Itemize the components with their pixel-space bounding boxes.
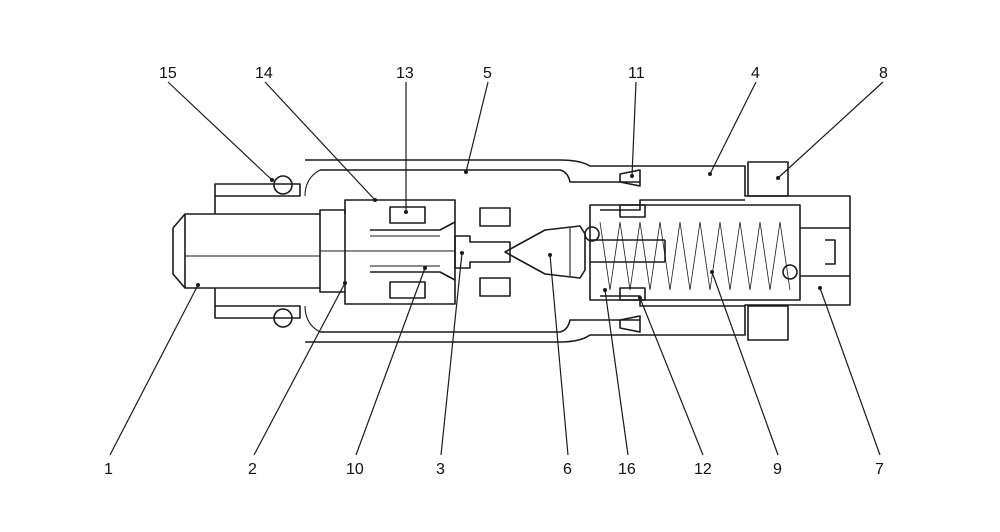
callout-16: 16 (618, 461, 636, 478)
leader-1 (109, 284, 199, 456)
callout-10: 10 (346, 461, 364, 478)
callout-labels-bottom: 1 2 10 3 6 16 12 9 7 (104, 461, 884, 478)
callout-11: 11 (628, 65, 645, 82)
leader-9 (711, 271, 779, 456)
leader-11 (631, 81, 637, 177)
leader-dot-12 (638, 296, 642, 300)
leader-12 (639, 297, 704, 456)
leader-3 (440, 252, 463, 456)
poppet-cone (504, 225, 586, 279)
leader-dot-14 (373, 198, 377, 202)
leader-15 (167, 81, 273, 181)
leader-dot-13 (404, 210, 408, 214)
leader-dot-4 (708, 172, 712, 176)
leader-4 (709, 81, 757, 175)
leader-lines-bottom (109, 251, 881, 456)
leader-10 (355, 267, 426, 456)
leader-lines-top (167, 81, 884, 214)
callout-6: 6 (563, 461, 572, 478)
leader-dot-1 (196, 283, 200, 287)
leader-dot-5 (464, 170, 468, 174)
callout-8: 8 (879, 65, 888, 82)
leader-dot-6 (548, 253, 552, 257)
callout-4: 4 (751, 65, 760, 82)
leader-dot-7 (818, 286, 822, 290)
leader-dot-3 (460, 251, 464, 255)
valve-housing (304, 159, 851, 343)
callout-2: 2 (248, 461, 257, 478)
leader-16 (604, 289, 629, 456)
inlet-fitting (172, 183, 455, 319)
spring-chamber (584, 161, 850, 341)
leader-7 (819, 287, 881, 456)
leader-6 (549, 254, 569, 456)
callout-3: 3 (436, 461, 445, 478)
leader-dot-9 (710, 270, 714, 274)
leader-8 (777, 81, 884, 179)
leader-dot-15 (270, 178, 274, 182)
o-ring-seals (273, 175, 293, 328)
leader-dot-10 (423, 266, 427, 270)
callout-5: 5 (483, 65, 492, 82)
leader-dot-2 (343, 281, 347, 285)
callout-1: 1 (104, 461, 113, 478)
callout-13: 13 (396, 65, 414, 82)
leader-dot-16 (603, 288, 607, 292)
callout-7: 7 (875, 461, 884, 478)
callout-15: 15 (159, 65, 177, 82)
leader-5 (465, 81, 489, 173)
leader-14 (264, 81, 376, 201)
inner-sleeve (344, 199, 456, 305)
callout-labels-top: 15 14 13 5 11 4 8 (159, 65, 888, 82)
leader-2 (253, 282, 346, 456)
leader-dot-11 (630, 174, 634, 178)
leader-dot-8 (776, 176, 780, 180)
callout-12: 12 (694, 461, 712, 478)
callout-9: 9 (773, 461, 782, 478)
callout-14: 14 (255, 65, 273, 82)
